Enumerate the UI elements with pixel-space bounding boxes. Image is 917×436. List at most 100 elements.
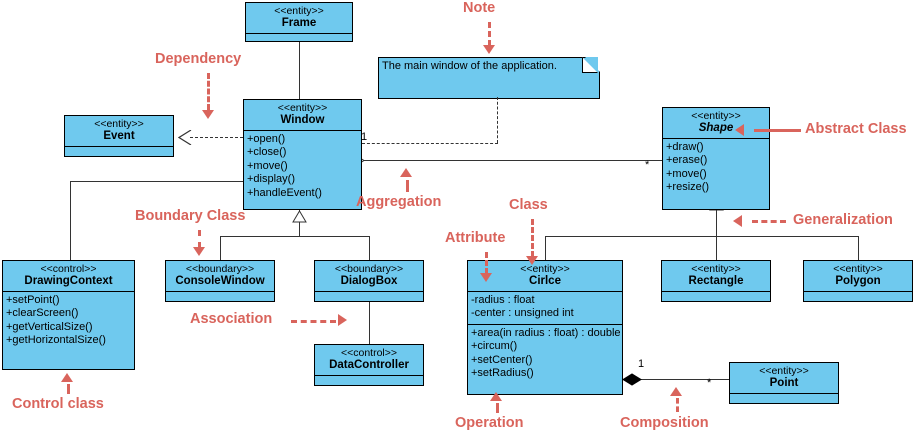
class-box-datacontroller[interactable]: <<control>> DataController	[314, 344, 424, 386]
class-stereotype-drawingcontext: <<control>>	[40, 263, 97, 275]
annotation-boundary-class-arrowhead	[193, 247, 205, 256]
annotation-control-class-leader	[67, 384, 70, 394]
class-name-window: Window	[280, 114, 325, 126]
class-compartment-dialogbox-empty	[315, 292, 423, 301]
note-text: The main window of the application.	[382, 60, 557, 72]
class-name-rectangle: Rectangle	[688, 275, 744, 287]
class-operations-shape: +draw() +erase() +move() +resize()	[663, 139, 769, 198]
annotation-composition-arrowhead	[670, 387, 682, 396]
annotation-operation-leader	[496, 403, 499, 413]
class-header-consolewindow: <<boundary>> ConsoleWindow	[166, 261, 274, 292]
class-stereotype-point: <<entity>>	[759, 365, 809, 377]
class-member: +draw()	[666, 141, 704, 153]
annotation-class-label: Class	[509, 197, 548, 213]
class-member: +getVerticalSize()	[6, 320, 93, 333]
association-drawingcontext-window-v	[70, 181, 71, 261]
class-header-circle: <<entity>> Cirlce	[468, 261, 622, 292]
class-box-dialogbox[interactable]: <<boundary>> DialogBox	[314, 260, 424, 302]
annotation-note-arrowhead	[483, 45, 495, 54]
generalization-dialogbox-drop	[369, 236, 370, 260]
annotation-composition-label: Composition	[620, 415, 709, 431]
class-stereotype-frame: <<entity>>	[274, 5, 324, 17]
generalization-window-frame-line	[299, 41, 300, 103]
class-name-shape: Shape	[698, 122, 734, 134]
annotation-operation-label: Operation	[455, 415, 524, 431]
annotation-generalization-arrowhead	[733, 215, 742, 227]
class-member: -center : unsigned int	[471, 307, 574, 320]
note-anchor-v	[497, 97, 498, 143]
annotation-note-leader	[488, 22, 491, 46]
annotation-generalization-label: Generalization	[793, 212, 893, 228]
annotation-aggregation-leader	[406, 180, 409, 192]
class-member: +setPoint()	[6, 294, 60, 306]
class-stereotype-window: <<entity>>	[277, 102, 328, 114]
annotation-class-arrowhead	[526, 256, 538, 265]
annotation-composition-leader	[676, 398, 679, 412]
class-header-window: <<entity>> Window	[244, 100, 361, 131]
association-drawingcontext-window-h	[70, 181, 245, 182]
annotation-association-leader	[291, 320, 336, 323]
annotation-association-arrowhead	[338, 314, 347, 326]
class-box-frame[interactable]: <<entity>> Frame	[245, 2, 353, 42]
class-compartment-datacontroller-empty	[315, 376, 423, 385]
class-box-shape[interactable]: <<entity>> Shape +draw() +erase() +move(…	[662, 107, 770, 210]
class-box-circle[interactable]: <<entity>> Cirlce -radius : float -cente…	[467, 260, 623, 395]
class-box-rectangle[interactable]: <<entity>> Rectangle	[661, 260, 771, 302]
class-name-consolewindow: ConsoleWindow	[175, 275, 265, 287]
multiplicity-shape-aggregation: *	[645, 159, 650, 171]
aggregation-window-shape-line	[362, 160, 662, 161]
class-name-polygon: Polygon	[835, 275, 881, 287]
dependency-window-event-line	[190, 137, 243, 138]
class-header-datacontroller: <<control>> DataController	[315, 345, 423, 376]
class-header-drawingcontext: <<control>> DrawingContext	[3, 261, 134, 292]
class-name-point: Point	[769, 377, 799, 389]
annotation-attribute-leader	[485, 252, 488, 274]
annotation-control-class-label: Control class	[12, 396, 104, 412]
dependency-arrowhead-event	[177, 129, 192, 150]
class-member: +close()	[247, 146, 287, 159]
note-box: The main window of the application.	[378, 57, 598, 97]
annotation-abstract-class-leader	[754, 129, 801, 132]
annotation-aggregation-arrowhead	[400, 168, 412, 177]
annotation-attribute-label: Attribute	[445, 230, 506, 246]
class-compartment-rectangle-empty	[662, 292, 770, 301]
annotation-boundary-class-label: Boundary Class	[135, 208, 246, 224]
class-member: +move()	[666, 167, 707, 180]
class-box-point[interactable]: <<entity>> Point	[729, 362, 839, 404]
class-name-circle: Cirlce	[529, 275, 561, 287]
class-header-rectangle: <<entity>> Rectangle	[662, 261, 770, 292]
class-member: +display()	[247, 173, 295, 186]
class-member: +setCenter()	[471, 353, 533, 366]
class-box-event[interactable]: <<entity>> Event	[64, 115, 174, 157]
class-header-shape: <<entity>> Shape	[663, 108, 769, 139]
class-attributes-circle: -radius : float -center : unsigned int	[468, 292, 622, 325]
class-box-polygon[interactable]: <<entity>> Polygon	[803, 260, 913, 302]
class-box-drawingcontext[interactable]: <<control>> DrawingContext +setPoint() +…	[2, 260, 135, 370]
class-member: +resize()	[666, 181, 710, 194]
class-box-window[interactable]: <<entity>> Window +open() +close() +move…	[243, 99, 362, 210]
class-member: +area(in radius : float) : double	[471, 326, 621, 339]
generalization-polygon-drop	[858, 236, 859, 260]
multiplicity-circle-composition: 1	[638, 358, 645, 370]
multiplicity-point-composition: *	[707, 377, 712, 389]
class-member: +getHorizontalSize()	[6, 334, 106, 347]
class-member: +move()	[247, 159, 288, 172]
generalization-shape-stem	[716, 210, 717, 236]
class-box-consolewindow[interactable]: <<boundary>> ConsoleWindow	[165, 260, 275, 302]
annotation-abstract-class-label: Abstract Class	[805, 121, 907, 137]
class-member: +handleEvent()	[247, 186, 322, 199]
class-operations-window: +open() +close() +move() +display() +han…	[244, 131, 361, 203]
class-header-point: <<entity>> Point	[730, 363, 838, 394]
class-member: -radius : float	[471, 294, 535, 306]
class-stereotype-circle: <<entity>>	[520, 263, 570, 275]
class-name-event: Event	[103, 130, 135, 142]
class-name-frame: Frame	[281, 17, 317, 29]
annotation-class-leader	[531, 219, 534, 257]
class-member: +erase()	[666, 154, 708, 167]
association-dialogbox-datacontroller-line	[369, 300, 370, 344]
annotation-note-label: Note	[463, 0, 496, 16]
class-stereotype-dialogbox: <<boundary>>	[334, 263, 404, 275]
class-header-event: <<entity>> Event	[65, 116, 173, 147]
annotation-abstract-class-arrowhead	[735, 124, 744, 136]
